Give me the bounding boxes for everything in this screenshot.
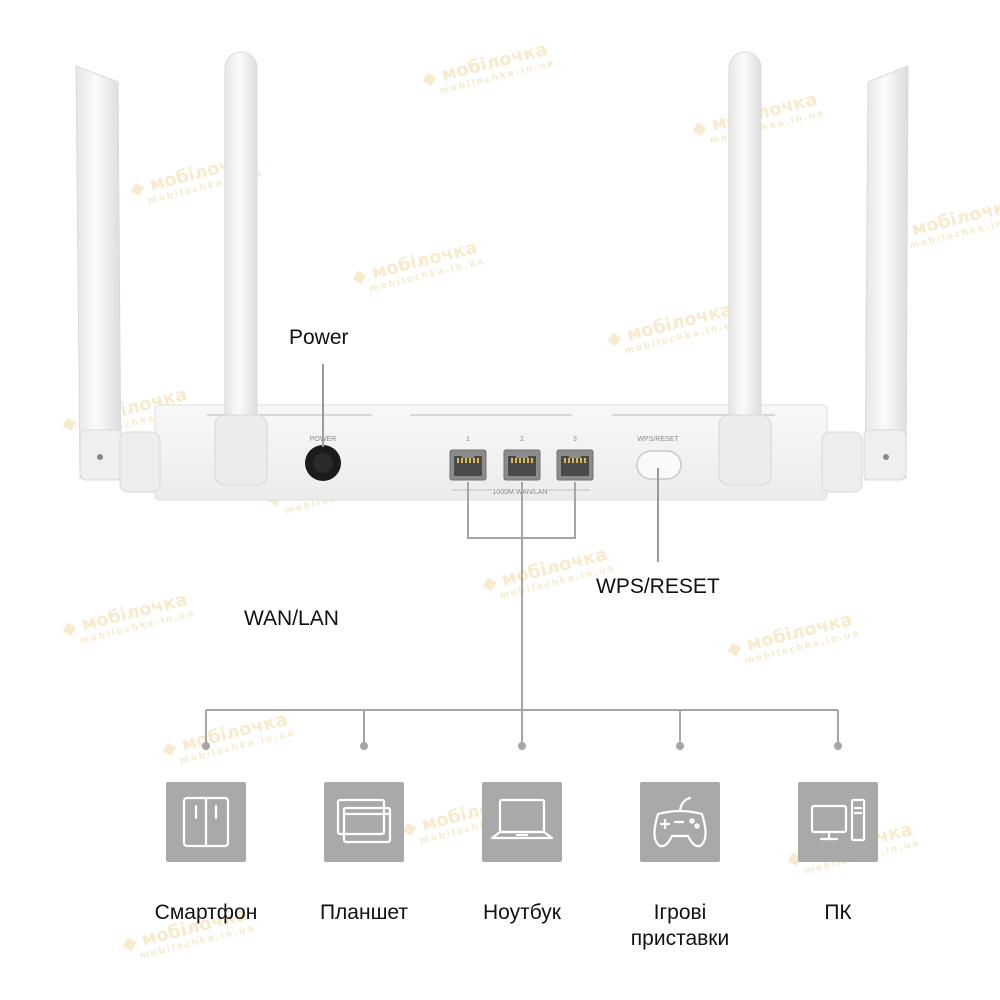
ethernet-port-2: 2 bbox=[503, 436, 541, 481]
desktop-pc-icon bbox=[798, 782, 878, 862]
bus-dot-tablet bbox=[360, 742, 368, 750]
device-label-line: приставки bbox=[630, 927, 730, 950]
device-label-line: Ноутбук bbox=[483, 901, 561, 924]
device-label-line: ПК bbox=[824, 901, 852, 924]
device-label-tablet: Планшет bbox=[274, 900, 454, 926]
device-label-console: Ігрові приставки bbox=[590, 900, 770, 952]
bus-dot-smartphone bbox=[202, 742, 210, 750]
ports-caption: 1000M WAN/LAN bbox=[493, 489, 548, 496]
power-label: Power bbox=[289, 326, 349, 349]
device-label-line: Планшет bbox=[319, 901, 409, 924]
wps-reset-button: WPS/RESET bbox=[636, 436, 682, 480]
device-icons bbox=[166, 782, 878, 862]
wps-button-label: WPS/RESET bbox=[637, 436, 679, 443]
antenna-outer-left bbox=[75, 65, 123, 481]
wan-lan-label: WAN/LAN bbox=[244, 607, 339, 630]
device-label-line: Ігрові bbox=[653, 901, 707, 924]
device-label-laptop: Ноутбук bbox=[432, 900, 612, 926]
bus-dot-laptop bbox=[518, 742, 526, 750]
antenna-outer-right bbox=[863, 65, 909, 481]
distribution-bus bbox=[202, 709, 842, 750]
bus-dot-pc bbox=[834, 742, 842, 750]
antenna-inner-right bbox=[718, 51, 772, 486]
bus-dot-console bbox=[676, 742, 684, 750]
wps-reset-label: WPS/RESET bbox=[596, 575, 720, 598]
port-number-1: 1 bbox=[466, 436, 470, 443]
port-number-2: 2 bbox=[520, 436, 524, 443]
ethernet-ports: 1 2 3 bbox=[449, 436, 594, 481]
device-label-pc: ПК bbox=[748, 900, 928, 926]
antenna-inner-left bbox=[214, 51, 268, 486]
port-number-3: 3 bbox=[573, 436, 577, 443]
device-label-smartphone: Смартфон bbox=[116, 900, 296, 926]
ethernet-port-1: 1 bbox=[449, 436, 487, 481]
port-connector bbox=[467, 482, 576, 710]
gamepad-icon bbox=[640, 782, 720, 862]
callout-lines bbox=[322, 364, 659, 562]
laptop-icon bbox=[482, 782, 562, 862]
tablet-icon bbox=[324, 782, 404, 862]
device-label-line: Смартфон bbox=[154, 901, 258, 924]
smartphone-icon bbox=[166, 782, 246, 862]
ethernet-port-3: 3 bbox=[556, 436, 594, 481]
